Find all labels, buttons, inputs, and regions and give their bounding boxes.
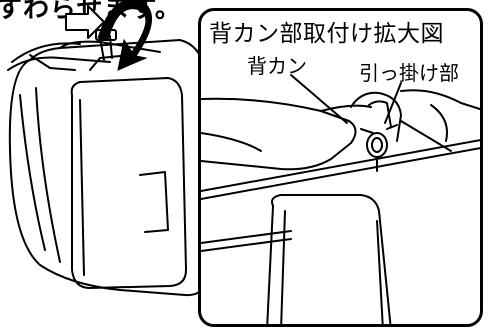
inset-drawing: [201, 74, 480, 324]
detail-inset: 背カン部取付け拡大図 背カン 引っ掛け部: [198, 8, 483, 327]
curved-arrow-icon: [97, 0, 153, 71]
label-hook: 引っ掛け部: [359, 61, 459, 85]
inset-title: 背カン部取付け拡大図: [209, 21, 444, 47]
label-back-ring: 背カン: [247, 54, 307, 78]
